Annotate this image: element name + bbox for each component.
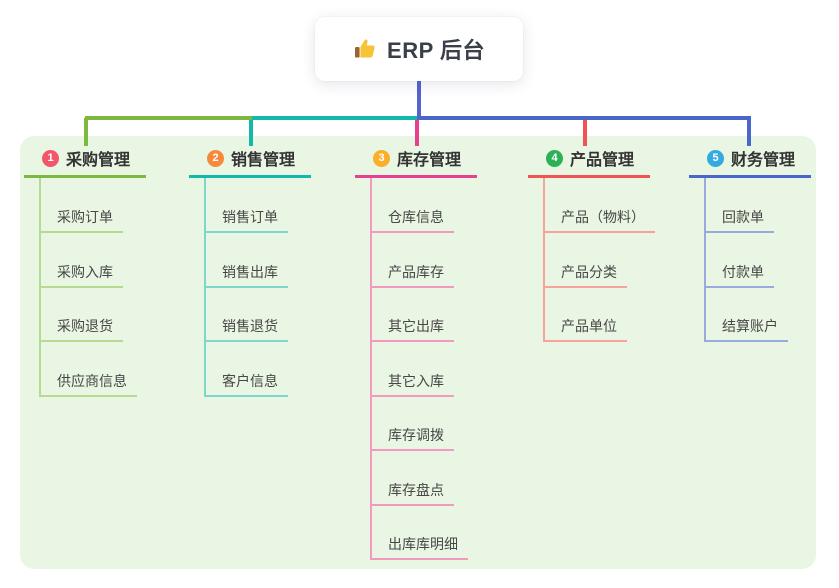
root-stem-connector bbox=[417, 81, 421, 120]
connector-horizontal-left-teal bbox=[252, 116, 419, 120]
branch-1-underline bbox=[24, 175, 146, 178]
mindmap-child-node[interactable]: 产品库存 bbox=[370, 262, 454, 288]
mindmap-child-node[interactable]: 产品单位 bbox=[543, 316, 627, 342]
branch-3-badge: 3 bbox=[373, 149, 390, 167]
branch-2-badge: 2 bbox=[207, 149, 224, 167]
connector-drop-branch-5 bbox=[747, 118, 751, 146]
branch-5-underline bbox=[689, 175, 811, 178]
branch-sales-title: 销售管理 bbox=[231, 152, 296, 169]
mindmap-child-node[interactable]: 出库库明细 bbox=[370, 534, 468, 560]
branch-finance-title: 财务管理 bbox=[731, 152, 796, 169]
mindmap-child-node[interactable]: 采购退货 bbox=[39, 316, 123, 342]
mindmap-child-node[interactable]: 采购入库 bbox=[39, 262, 123, 288]
branch-2-underline bbox=[189, 175, 311, 178]
branch-purchase-title: 采购管理 bbox=[66, 152, 131, 169]
mindmap-child-node[interactable]: 结算账户 bbox=[704, 316, 788, 342]
connector-drop-branch-2 bbox=[249, 118, 253, 146]
branch-5-spine bbox=[704, 178, 706, 340]
branch-product-title-node[interactable]: 4 产品管理 bbox=[546, 146, 634, 170]
mindmap-child-node[interactable]: 产品（物料） bbox=[543, 207, 655, 233]
mindmap-child-node[interactable]: 其它入库 bbox=[370, 371, 454, 397]
mindmap-child-node[interactable]: 销售退货 bbox=[204, 316, 288, 342]
mindmap-child-node[interactable]: 付款单 bbox=[704, 262, 774, 288]
branch-inventory-title-node[interactable]: 3 库存管理 bbox=[373, 146, 461, 170]
mindmap-child-node[interactable]: 产品分类 bbox=[543, 262, 627, 288]
thumbs-up-icon bbox=[353, 37, 377, 61]
branch-5-badge: 5 bbox=[707, 149, 724, 167]
branch-3-underline bbox=[355, 175, 477, 178]
root-node-label: ERP 后台 bbox=[387, 38, 485, 63]
root-node-erp[interactable]: ERP 后台 bbox=[315, 17, 523, 81]
connector-horizontal-left-green bbox=[85, 116, 252, 120]
branch-sales-title-node[interactable]: 2 销售管理 bbox=[207, 146, 295, 170]
mindmap-child-node[interactable]: 客户信息 bbox=[204, 371, 288, 397]
connector-drop-branch-4 bbox=[583, 118, 587, 146]
mindmap-child-node[interactable]: 采购订单 bbox=[39, 207, 123, 233]
mindmap-child-node[interactable]: 回款单 bbox=[704, 207, 774, 233]
mindmap-child-node[interactable]: 库存调拨 bbox=[370, 425, 454, 451]
branch-1-badge: 1 bbox=[42, 149, 59, 167]
mindmap-child-node[interactable]: 销售订单 bbox=[204, 207, 288, 233]
branch-4-badge: 4 bbox=[546, 149, 563, 167]
mindmap-child-node[interactable]: 仓库信息 bbox=[370, 207, 454, 233]
mindmap-child-node[interactable]: 其它出库 bbox=[370, 316, 454, 342]
branch-purchase-title-node[interactable]: 1 采购管理 bbox=[42, 146, 130, 170]
connector-drop-branch-1 bbox=[84, 118, 88, 146]
mindmap-child-node[interactable]: 库存盘点 bbox=[370, 480, 454, 506]
branch-4-spine bbox=[543, 178, 545, 340]
mindmap-canvas bbox=[20, 136, 816, 569]
mindmap-child-node[interactable]: 销售出库 bbox=[204, 262, 288, 288]
connector-horizontal-right-blue bbox=[419, 116, 751, 120]
mindmap-child-node[interactable]: 供应商信息 bbox=[39, 371, 137, 397]
connector-drop-branch-3 bbox=[415, 118, 419, 146]
branch-inventory-title: 库存管理 bbox=[397, 152, 462, 169]
branch-product-title: 产品管理 bbox=[570, 152, 635, 169]
branch-4-underline bbox=[528, 175, 650, 178]
branch-finance-title-node[interactable]: 5 财务管理 bbox=[707, 146, 795, 170]
branch-3-spine bbox=[370, 178, 372, 559]
